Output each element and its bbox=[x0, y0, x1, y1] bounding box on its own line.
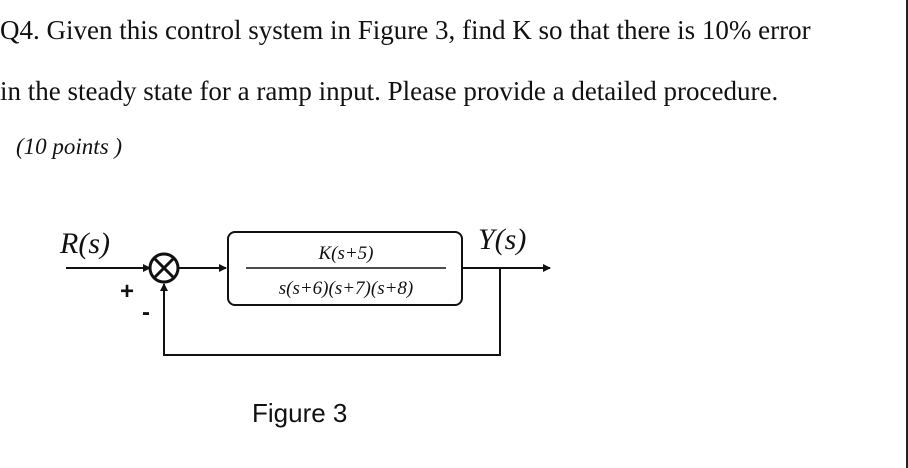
figure-caption: Figure 3 bbox=[252, 398, 348, 428]
minus-sign: - bbox=[142, 299, 150, 326]
input-label: R(s) bbox=[59, 227, 110, 260]
question-line-2: in the steady state for a ramp input. Pl… bbox=[0, 76, 779, 106]
points-label: (10 points ) bbox=[16, 134, 123, 159]
feedback-path bbox=[163, 268, 501, 356]
page-border bbox=[906, 0, 908, 468]
summing-junction bbox=[148, 252, 180, 284]
plus-sign: + bbox=[120, 278, 134, 305]
denominator-text: s(s+6)(s+7)(s+8) bbox=[279, 278, 414, 299]
numerator-text: K(s+5) bbox=[317, 243, 373, 264]
output-label: Y(s) bbox=[478, 223, 526, 256]
question-line-1: Q4. Given this control system in Figure … bbox=[0, 15, 811, 45]
